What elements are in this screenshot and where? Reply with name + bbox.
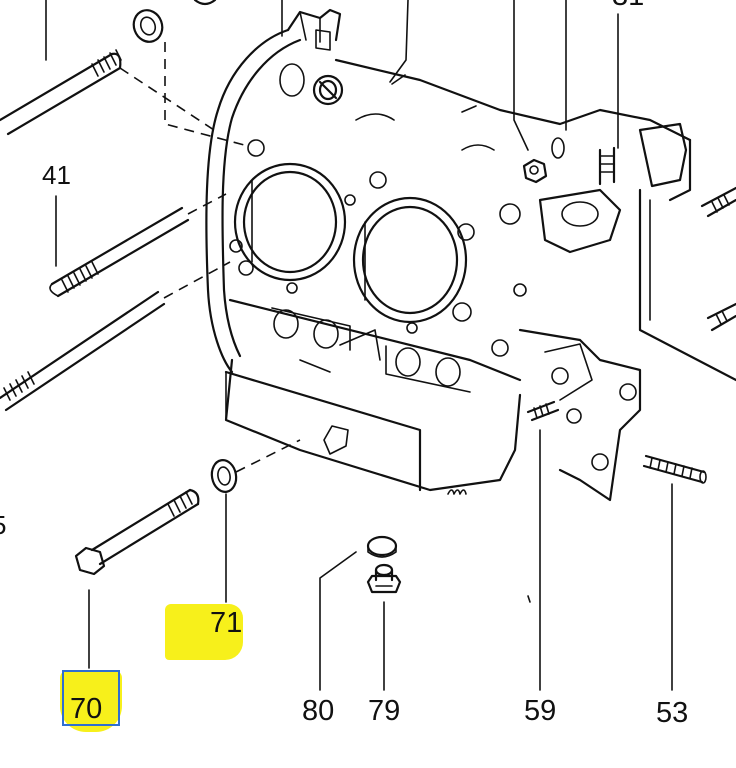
highlight-70 — [60, 670, 122, 732]
highlight-71 — [165, 604, 243, 660]
dashed-axis-71 — [235, 439, 301, 473]
partial-part-top — [193, 0, 217, 6]
callout-5: 5 — [0, 512, 6, 538]
leader-top-c — [389, 0, 409, 83]
washer-71 — [210, 459, 238, 493]
leader-80 — [319, 551, 357, 691]
callout-79: 79 — [368, 695, 401, 727]
stud-right-upper — [700, 186, 736, 218]
stud-53 — [642, 454, 707, 484]
leader-top-mid-a — [513, 0, 529, 151]
bolt-70 — [74, 488, 200, 576]
stray-mark — [527, 595, 531, 603]
plug-79 — [366, 563, 402, 594]
callout-59: 59 — [524, 695, 557, 727]
callout-53: 53 — [656, 697, 689, 729]
dashed-axis-lower — [163, 261, 231, 299]
dashed-axis-upper — [119, 67, 215, 131]
callout-41: 41 — [42, 160, 71, 190]
stud-right-middle — [706, 302, 736, 332]
washer-top — [132, 9, 164, 43]
callout-31: 31 — [612, 0, 644, 11]
seal-80 — [366, 535, 398, 558]
selection-box-70[interactable] — [62, 670, 120, 726]
callout-80: 80 — [302, 695, 335, 727]
long-stud-upper — [0, 49, 122, 136]
long-stud-41 — [49, 206, 190, 298]
callout-71: 71 — [210, 607, 243, 639]
long-stud-lower — [0, 290, 166, 412]
callout-70: 70 — [70, 693, 103, 725]
engine-block — [205, 8, 736, 502]
dashed-axis-washer — [164, 42, 249, 147]
